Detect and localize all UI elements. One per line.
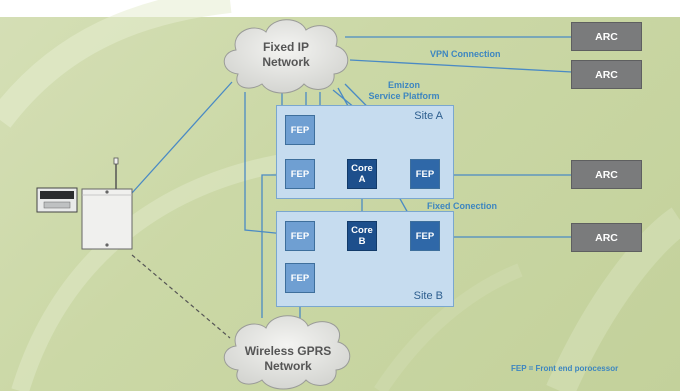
core-b-line1: Core [351,225,373,236]
core-a: Core A [347,159,377,189]
wireless-line1: Wireless GPRS [244,344,332,358]
site-b-label: Site B [413,290,443,302]
core-a-line1: Core [351,163,373,174]
fep-site-a-left: FEP [285,159,315,189]
core-a-line2: A [358,174,366,185]
arc-box-2: ARC [571,60,642,89]
fep-site-b-right: FEP [410,221,440,251]
fixed-ip-cloud [223,19,349,94]
core-b-line2: B [358,236,366,247]
fep-site-a-right: FEP [410,159,440,189]
fep-site-b-left: FEP [285,221,315,251]
fixed-ip-cloud-label: Fixed IP Network [230,40,342,70]
wireless-line2: Network [264,359,312,373]
vpn-connection-label: VPN Connection [430,49,501,59]
arc-box-1: ARC [571,22,642,51]
alarm-device-icon [36,157,133,250]
platform-line1: Emizon [387,80,420,90]
fixed-ip-line2: Network [262,55,310,69]
arc-box-3: ARC [571,160,642,189]
arc-box-4: ARC [571,223,642,252]
fep-site-a-top: FEP [285,115,315,145]
emizon-platform-label: Emizon Service Platform [362,80,446,102]
wireless-gprs-cloud [223,315,351,390]
fep-site-b-bottom: FEP [285,263,315,293]
footnote-label: FEP = Front end porocessor [511,364,619,373]
fixed-connection-label: Fixed Conection [427,201,498,211]
site-a-label: Site A [414,110,443,122]
wireless-cloud-label: Wireless GPRS Network [230,344,346,374]
platform-line2: Service Platform [368,91,440,101]
core-b: Core B [347,221,377,251]
fixed-ip-line1: Fixed IP [262,40,309,54]
